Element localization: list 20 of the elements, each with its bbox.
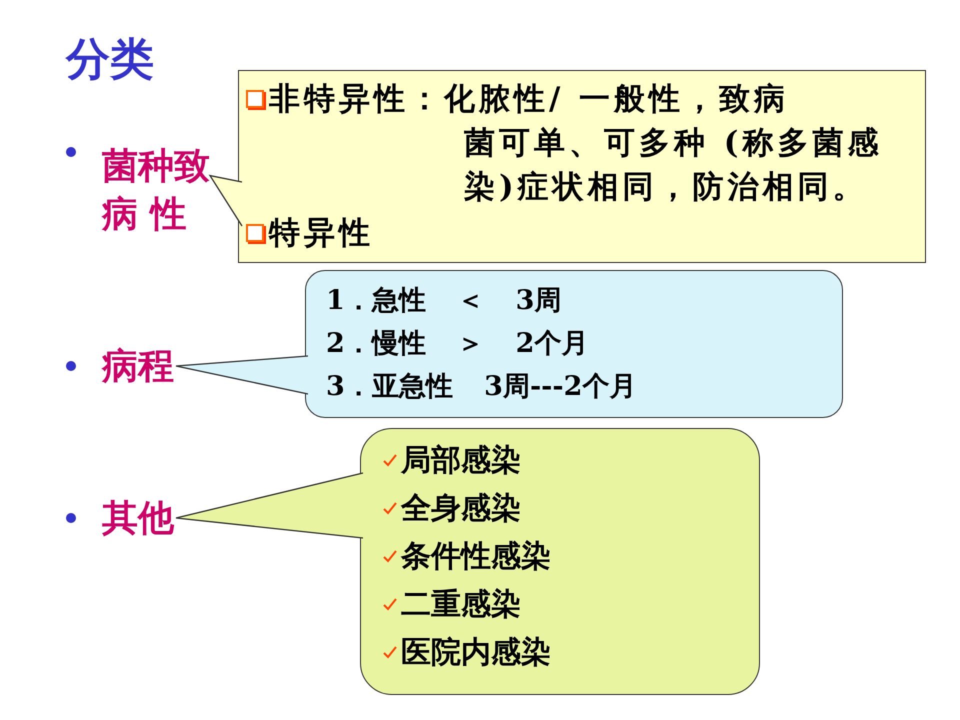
item-text: 局部感染 [401,442,521,480]
topic-label: 其他 [102,494,176,542]
item-text: 非特异性：化脓性/ 一般性，致病菌可单、可多种 (称多菌感染)症状相同，防治相同。 [269,80,884,207]
item-text: 条件性感染 [401,538,551,576]
topic-label: 菌种致病 性 [102,142,210,238]
title: 分类 [66,33,154,87]
item-text: 2．慢性 ＞ 2个月 [326,327,588,361]
callout-pointer [175,355,309,395]
callout-pointer [175,472,364,539]
item-text: 二重感染 [401,586,521,624]
item-text: 医院内感染 [401,634,551,672]
callout-box [360,428,760,695]
callout-pointer [208,174,243,228]
item-text: 特异性 [269,214,375,253]
callout-box [305,270,843,418]
callout-box [238,70,926,263]
topic-label: 病程 [102,342,176,390]
item-text: 3．亚急性 3周---2个月 [326,370,636,404]
item-text: 1．急性 ＜ 3周 [326,284,562,318]
item-text: 全身感染 [401,490,521,528]
